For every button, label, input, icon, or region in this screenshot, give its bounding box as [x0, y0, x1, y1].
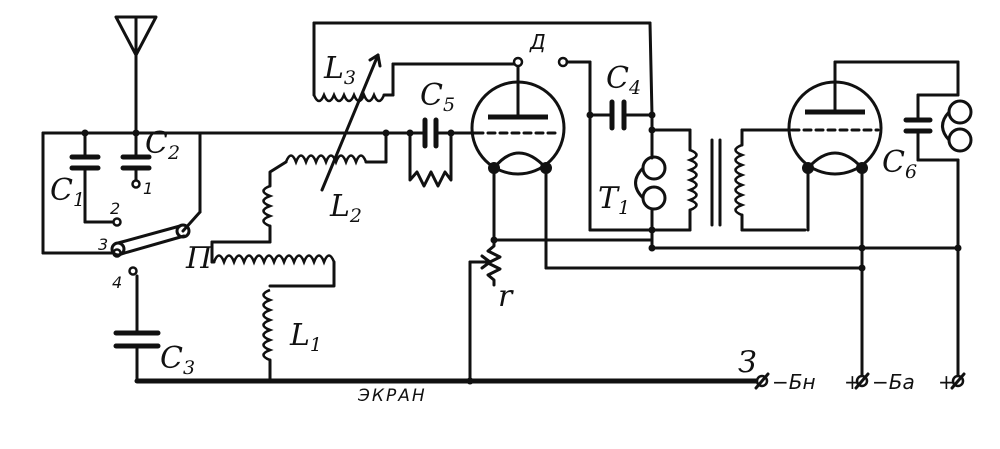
variable-coupling-arrow	[320, 53, 382, 192]
junction-dot	[447, 129, 455, 137]
junction-dot	[648, 226, 656, 234]
label-c6: C6	[882, 145, 917, 183]
switch-p-lever	[110, 131, 202, 257]
junction-dot	[648, 111, 656, 119]
label-c2: C2	[145, 126, 180, 164]
switch-position-1: 1	[143, 179, 153, 198]
capacitor-c6-and-phones	[903, 93, 973, 162]
tube-2-wires	[492, 60, 960, 380]
switch-position-3: 3	[98, 235, 108, 254]
label-c1: C1	[50, 173, 85, 211]
junction-dot	[382, 129, 390, 137]
capacitor-c2-symbol	[120, 154, 152, 171]
label-detector-d: Д	[529, 30, 546, 54]
label-rheostat-r: r	[498, 279, 514, 314]
switch-position-4: 4	[112, 273, 122, 292]
label-switch-p: П	[185, 241, 213, 276]
coil-l2	[210, 131, 388, 244]
capacitor-c1-symbol	[69, 154, 101, 171]
terminal-label-ba-minus: −Бa	[872, 370, 915, 394]
terminal-label-plus-2: +	[938, 370, 955, 394]
detector-terminal-a	[512, 56, 524, 68]
capacitor-c4-symbol	[609, 99, 627, 131]
grid-leak-resistor	[408, 166, 453, 188]
junction-dot	[858, 264, 866, 272]
rheostat-r	[468, 238, 502, 383]
label-l1: L1	[289, 318, 322, 356]
ground-screen-label: ЭКРАН	[357, 386, 427, 406]
junction-dot	[648, 126, 656, 134]
coil-l1	[210, 240, 336, 383]
interstage-transformer	[686, 128, 807, 232]
switch-contact-4	[128, 266, 138, 276]
junction-dot	[132, 129, 140, 137]
label-z: З	[738, 345, 757, 380]
label-l2: L2	[329, 189, 362, 227]
antenna-symbol	[114, 15, 158, 135]
junction-dot	[858, 244, 866, 252]
coil-l3	[312, 21, 652, 103]
junction-dot	[586, 111, 594, 119]
input-block-wires	[41, 131, 202, 255]
label-t1: T1	[598, 181, 630, 219]
capacitor-c3-symbol	[113, 330, 161, 349]
junction-dot	[81, 129, 89, 137]
label-c4: C4	[606, 61, 641, 99]
tube-1-filament-wires	[492, 166, 864, 270]
tube-1	[470, 62, 566, 176]
switch-contact-1	[131, 179, 141, 189]
junction-dot	[406, 129, 414, 137]
switch-contact-2	[112, 217, 122, 227]
switch-position-2: 2	[110, 199, 120, 218]
battery-terminals	[754, 372, 966, 390]
label-c3: C3	[160, 341, 195, 379]
terminal-label-bn-minus: −Бн	[772, 370, 816, 394]
label-l3: L3	[323, 51, 356, 89]
terminal-label-plus-1: +	[844, 370, 861, 394]
capacitor-c5-symbol	[422, 117, 439, 149]
headphones-t1	[634, 148, 667, 216]
junction-dot	[466, 377, 474, 385]
label-c5: C5	[420, 78, 455, 116]
junction-dot	[954, 244, 962, 252]
tube-2	[787, 60, 883, 176]
